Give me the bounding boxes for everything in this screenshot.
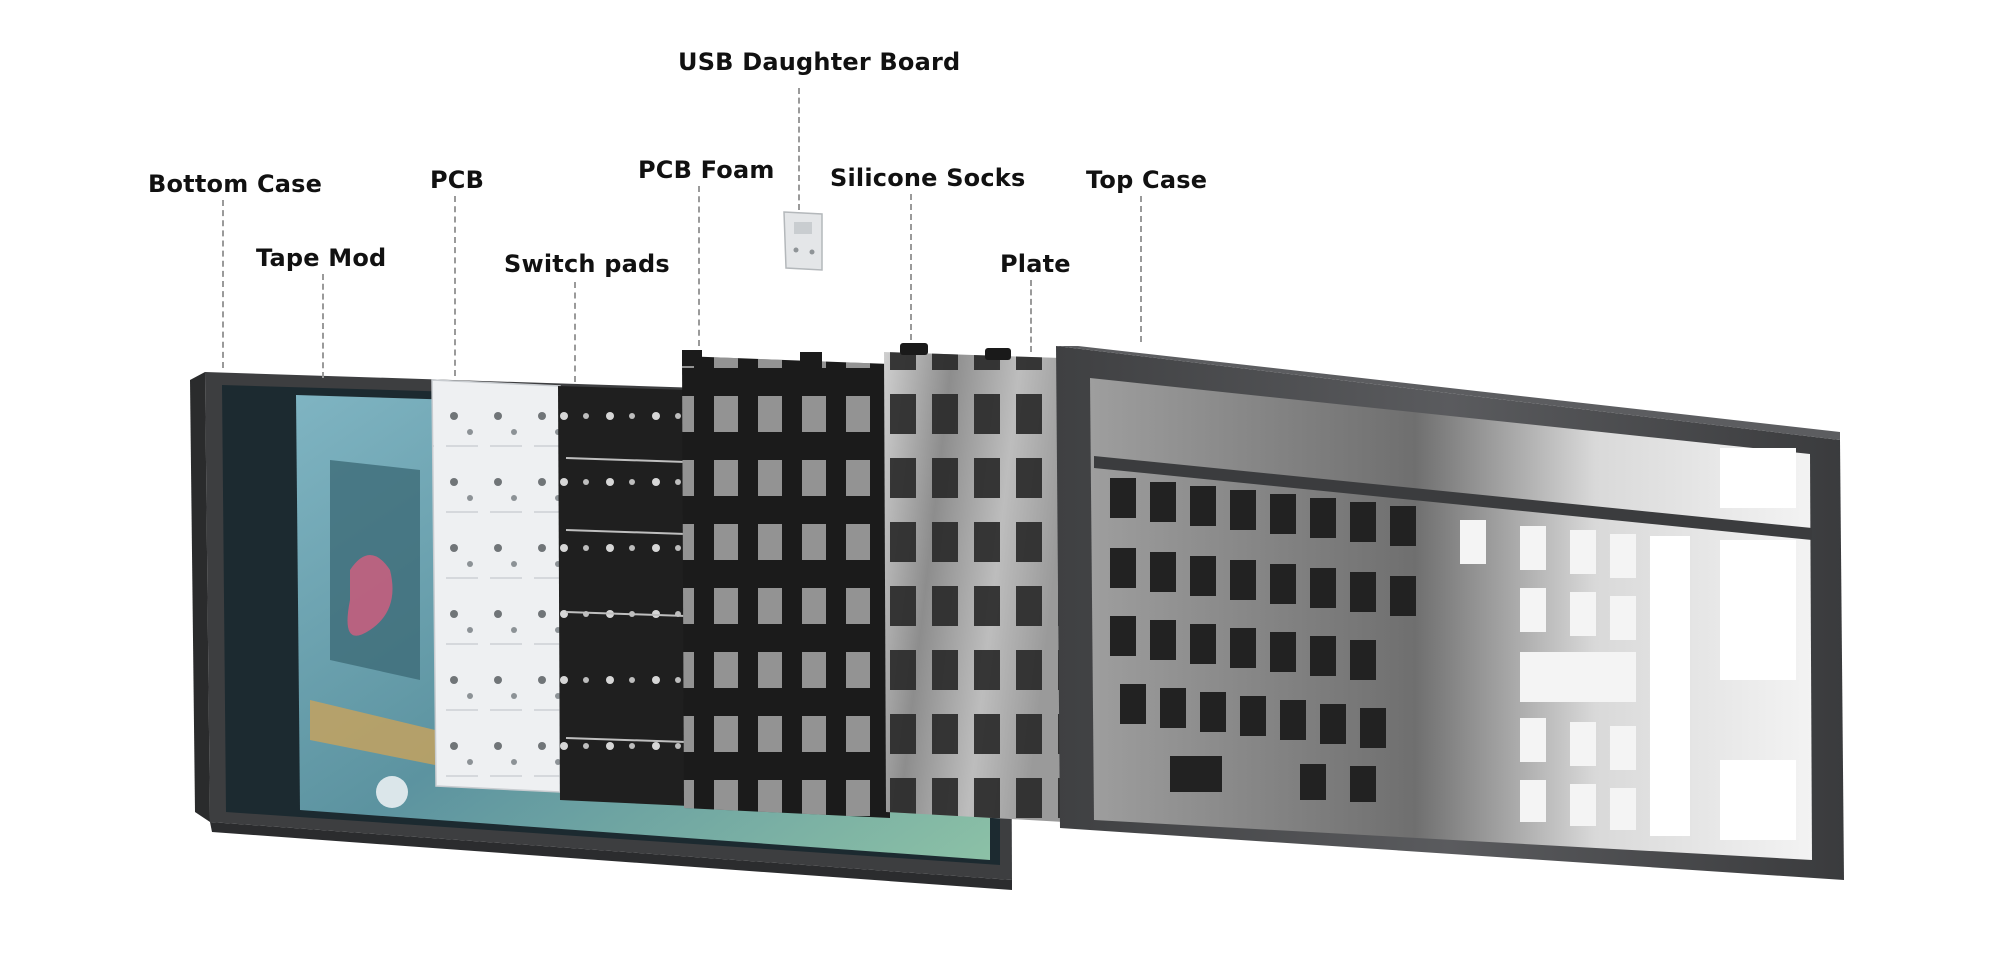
top-case-key-cutouts xyxy=(1110,448,1796,840)
silicone-sock-right xyxy=(985,348,1011,360)
switch-pads-layer xyxy=(558,386,690,806)
usb-daughter-board xyxy=(783,211,823,271)
leader-tape-mod xyxy=(322,274,324,378)
pcb-layer xyxy=(431,379,561,793)
label-bottom-case: Bottom Case xyxy=(148,170,323,198)
silicone-sock-left xyxy=(900,343,928,355)
plate-layer xyxy=(884,343,1064,822)
label-pcb: PCB xyxy=(430,166,485,194)
label-pcb-foam: PCB Foam xyxy=(638,156,775,184)
label-silicone-socks: Silicone Socks xyxy=(830,164,1026,192)
leader-silicone-socks xyxy=(910,194,912,340)
label-tape-mod: Tape Mod xyxy=(256,244,387,272)
label-switch-pads: Switch pads xyxy=(504,250,670,278)
leader-pcb-foam xyxy=(698,186,700,346)
pcb-foam-layer xyxy=(682,350,890,818)
leader-switch-pads xyxy=(574,282,576,382)
label-usb-daughter-board: USB Daughter Board xyxy=(678,48,961,76)
label-plate: Plate xyxy=(1000,250,1071,278)
leader-plate xyxy=(1030,280,1032,352)
label-top-case: Top Case xyxy=(1086,166,1208,194)
leader-top-case xyxy=(1140,196,1142,342)
leader-usb-daughter-board xyxy=(798,88,800,210)
leader-bottom-case xyxy=(222,200,224,368)
top-case xyxy=(1056,346,1844,880)
leader-pcb xyxy=(454,196,456,376)
